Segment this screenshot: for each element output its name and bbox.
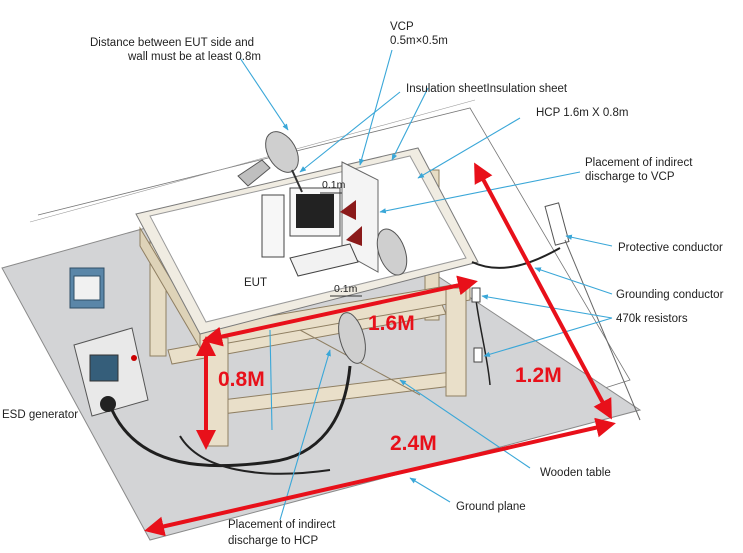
- dim-0-8m: 0.8M: [218, 368, 265, 391]
- eut-tower: [261, 194, 285, 258]
- room-outline-inner: [29, 99, 476, 223]
- cable-ground-conductor: [471, 247, 561, 269]
- label-grounding: Grounding conductor: [616, 289, 724, 301]
- eut-keyboard: [289, 243, 359, 277]
- label-insulation: Insulation sheetInsulation sheet: [406, 83, 568, 95]
- label-ground-plane: Ground plane: [456, 501, 526, 513]
- label-wooden-table: Wooden table: [540, 467, 611, 479]
- label-protective: Protective conductor: [618, 242, 723, 254]
- dim-line-1-6m: [202, 275, 478, 347]
- resistor-2: [473, 347, 483, 363]
- transformer: [69, 267, 105, 309]
- label-indirect-vcp-1: Placement of indirect: [585, 157, 693, 169]
- label-gap-vcp: 0.1m: [322, 179, 346, 191]
- esd-gun-vcp: [376, 228, 408, 276]
- table-leg-front-right: [445, 287, 467, 397]
- discharge-marker-vcp-2: [346, 226, 362, 246]
- label-esd-generator: ESD generator: [2, 409, 78, 421]
- label-vcp-2: 0.5m×0.5m: [390, 35, 448, 47]
- label-distance-2: wall must be at least 0.8m: [127, 51, 261, 63]
- esd-generator: [73, 327, 149, 417]
- esd-gun-top: [237, 131, 303, 193]
- discharge-marker-vcp: [340, 200, 356, 220]
- resistor-1: [471, 287, 481, 303]
- dim-line-1-2m: [474, 162, 612, 420]
- power-strip: [544, 202, 570, 246]
- label-indirect-hcp-1: Placement of indirect: [228, 519, 336, 531]
- label-gap-hcp: 0.1m: [334, 283, 358, 295]
- label-vcp-1: VCP: [390, 21, 414, 33]
- label-indirect-hcp-2: discharge to HCP: [228, 535, 318, 547]
- dimension-lines: [144, 162, 616, 537]
- label-indirect-vcp-2: discharge to VCP: [585, 171, 675, 183]
- label-hcp: HCP 1.6m X 0.8m: [536, 107, 628, 119]
- table-leg-front-left: [205, 337, 229, 447]
- eut-screen: [296, 194, 334, 228]
- dim-line-2-4m: [144, 417, 616, 537]
- dim-1-2m: 1.2M: [515, 364, 562, 387]
- label-eut: EUT: [244, 277, 267, 289]
- dim-2-4m: 2.4M: [390, 432, 437, 455]
- vcp-plate: [341, 161, 379, 273]
- label-resistors: 470k resistors: [616, 313, 688, 325]
- label-distance-1: Distance between EUT side and: [90, 37, 254, 49]
- dim-1-6m: 1.6M: [368, 312, 415, 335]
